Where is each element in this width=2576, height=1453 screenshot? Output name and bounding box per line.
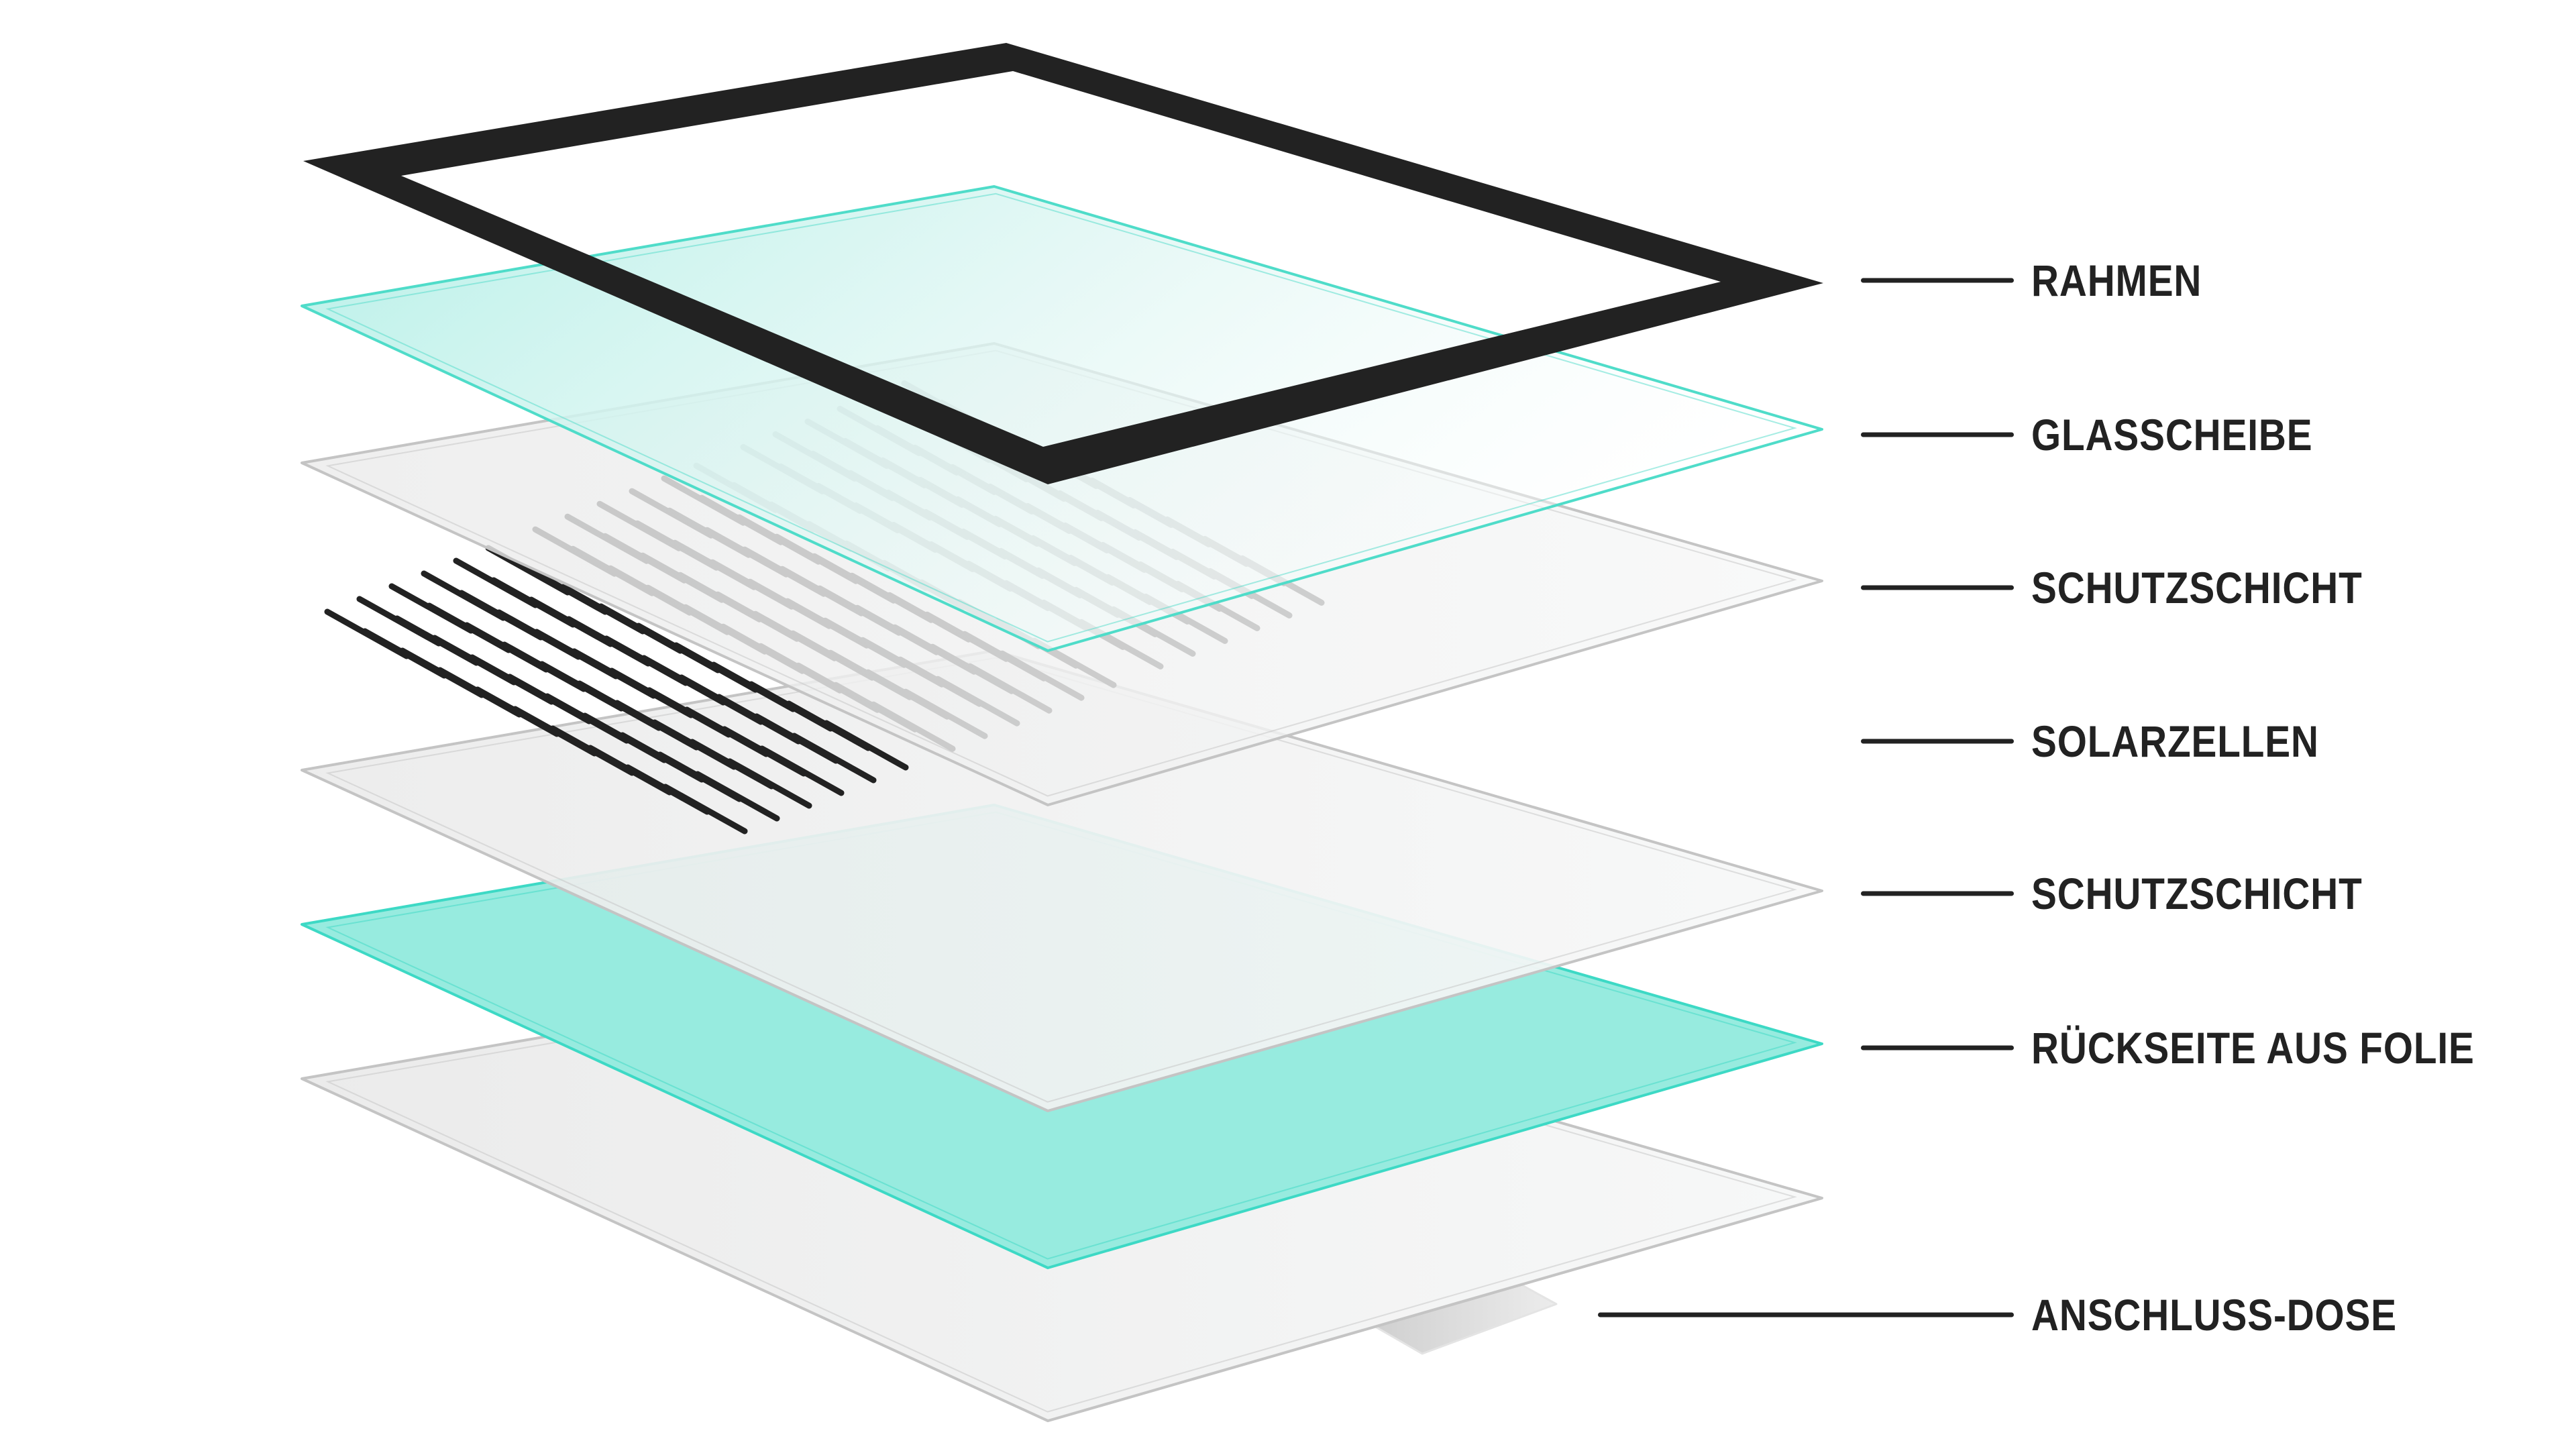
solar-cell-strip	[759, 745, 845, 796]
leader-line	[1861, 739, 2014, 744]
label-text-rahmen: RAHMEN	[2031, 256, 2202, 305]
solar-cell-strip	[662, 784, 748, 835]
label-text-schutzschicht-upper: SCHUTZSCHICHT	[2031, 563, 2363, 612]
solar-cell-strip	[727, 758, 812, 809]
leader-line	[1598, 1312, 2014, 1317]
solar-cell-strip	[694, 771, 780, 822]
leader-line	[1861, 432, 2014, 437]
label-text-anschluss-dose: ANSCHLUSS-DOSE	[2031, 1290, 2397, 1340]
layer-frame	[303, 43, 1823, 484]
label-text-schutzschicht-lower: SCHUTZSCHICHT	[2031, 869, 2363, 918]
leader-line	[1861, 891, 2014, 896]
solar-cell-strip	[823, 720, 909, 771]
label-text-solarzellen: SOLARZELLEN	[2031, 716, 2319, 766]
label-text-rueckseite: RÜCKSEITE AUS FOLIE	[2031, 1023, 2475, 1073]
frame-border	[303, 43, 1823, 484]
leader-line	[1861, 278, 2014, 283]
sheet-inner-edge	[325, 193, 1797, 643]
leader-line	[1861, 1045, 2014, 1051]
solar-cell-strip	[791, 733, 877, 784]
label-text-glasscheibe: GLASSCHEIBE	[2031, 410, 2313, 460]
leader-line	[1861, 585, 2014, 590]
